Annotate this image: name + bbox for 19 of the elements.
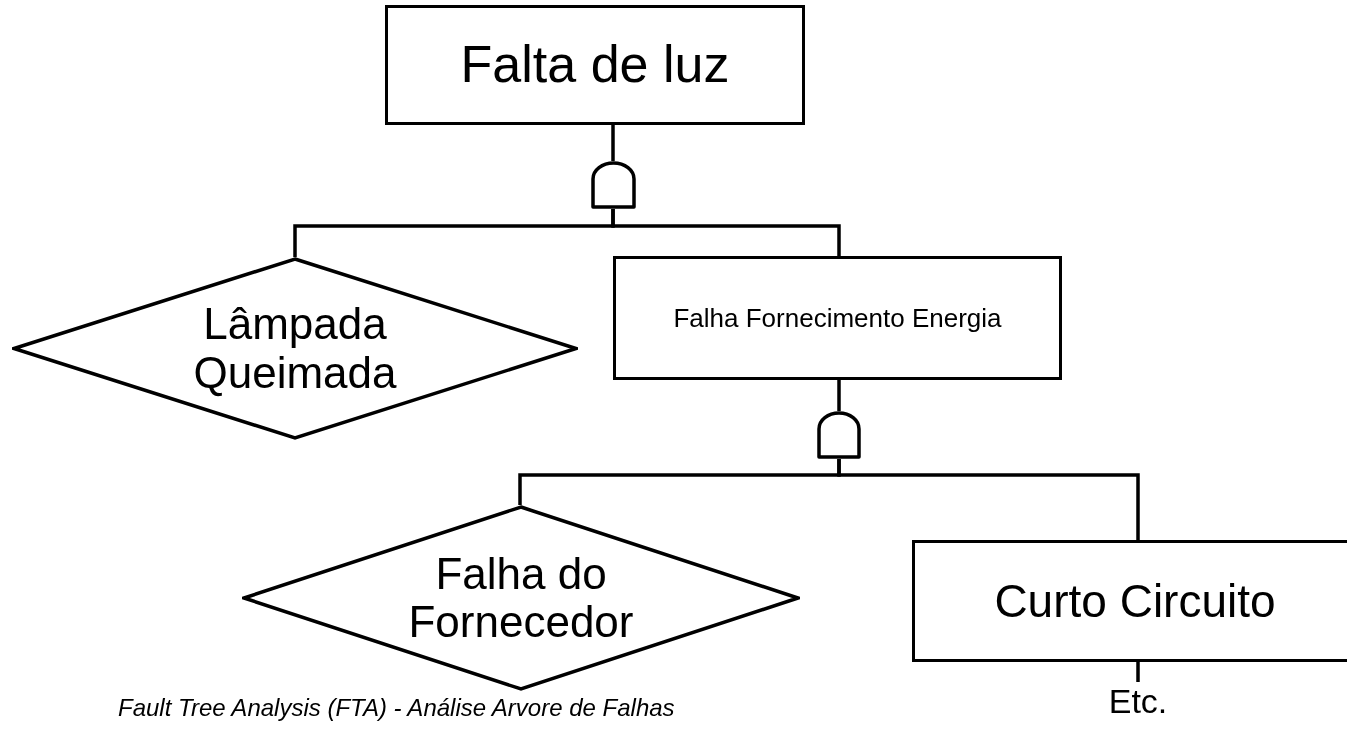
connector-line xyxy=(611,209,841,256)
event-box xyxy=(385,5,805,125)
event-label: Falha Fornecimento Energia xyxy=(673,303,1002,333)
event-box xyxy=(912,540,1347,662)
basic-event-diamond xyxy=(242,505,800,691)
event-box xyxy=(613,256,1062,380)
event-label: Falta de luz xyxy=(460,36,730,94)
event-label: Curto Circuito xyxy=(994,575,1276,627)
connector-line xyxy=(837,459,1140,540)
connector-line xyxy=(611,125,615,161)
continuation-text: Etc. xyxy=(1108,683,1168,721)
connector-line xyxy=(837,380,841,411)
and-gate-symbol xyxy=(817,411,861,459)
event-label: Falha do Fornecedor xyxy=(407,549,635,647)
event-label: Lâmpada Queimada xyxy=(192,300,398,397)
and-gate-symbol xyxy=(591,161,636,209)
caption: Fault Tree Analysis (FTA) - Análise Arvore de Falhas xyxy=(118,693,675,723)
connector-line xyxy=(1136,662,1140,682)
basic-event-diamond xyxy=(12,257,578,440)
